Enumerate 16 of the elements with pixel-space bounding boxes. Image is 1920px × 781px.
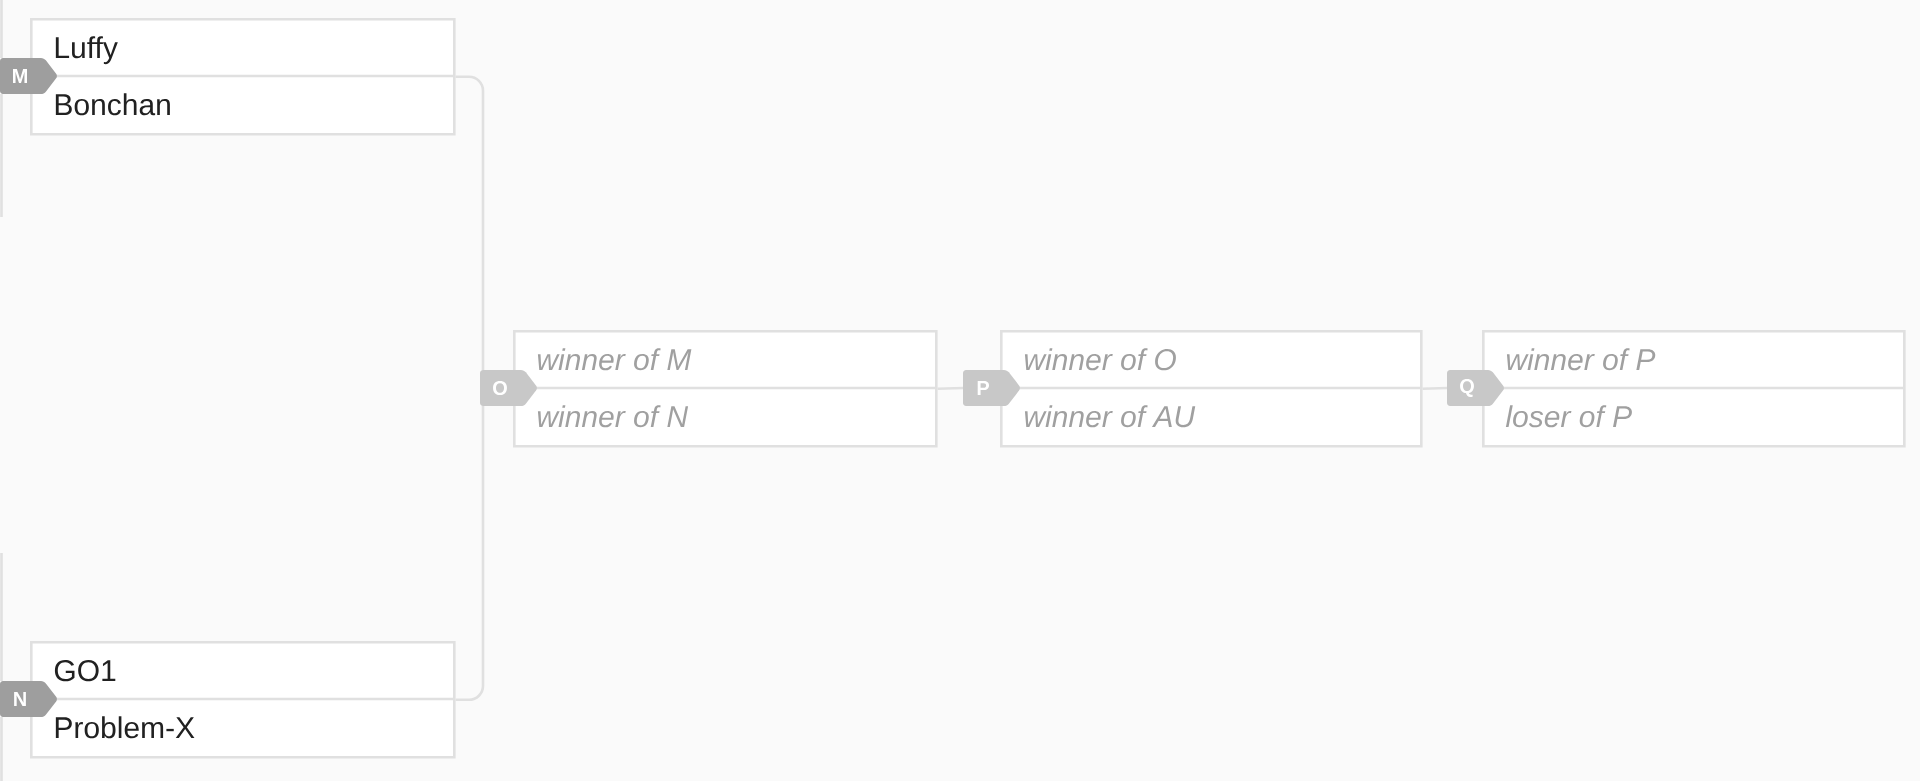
placeholder-text: loser of P <box>1505 405 1632 428</box>
connector-line <box>455 406 485 702</box>
connector-line <box>937 386 964 391</box>
player-name: Luffy <box>55 36 118 65</box>
placeholder-text: winner of O <box>1024 348 1176 371</box>
player-name: Bonchan <box>55 93 170 116</box>
match-tag: N <box>0 681 57 717</box>
placeholder-text: winner of M <box>537 348 692 371</box>
placeholder-text: winner of N <box>537 405 689 428</box>
connector-line <box>455 75 485 370</box>
placeholder-text: winner of AU <box>1024 405 1196 428</box>
placeholder-text: winner of P <box>1506 348 1656 371</box>
player-name: Problem-X <box>55 716 195 739</box>
player-name: GO1 <box>54 660 116 682</box>
connector-line <box>1422 386 1448 391</box>
match-tag: M <box>0 58 57 94</box>
